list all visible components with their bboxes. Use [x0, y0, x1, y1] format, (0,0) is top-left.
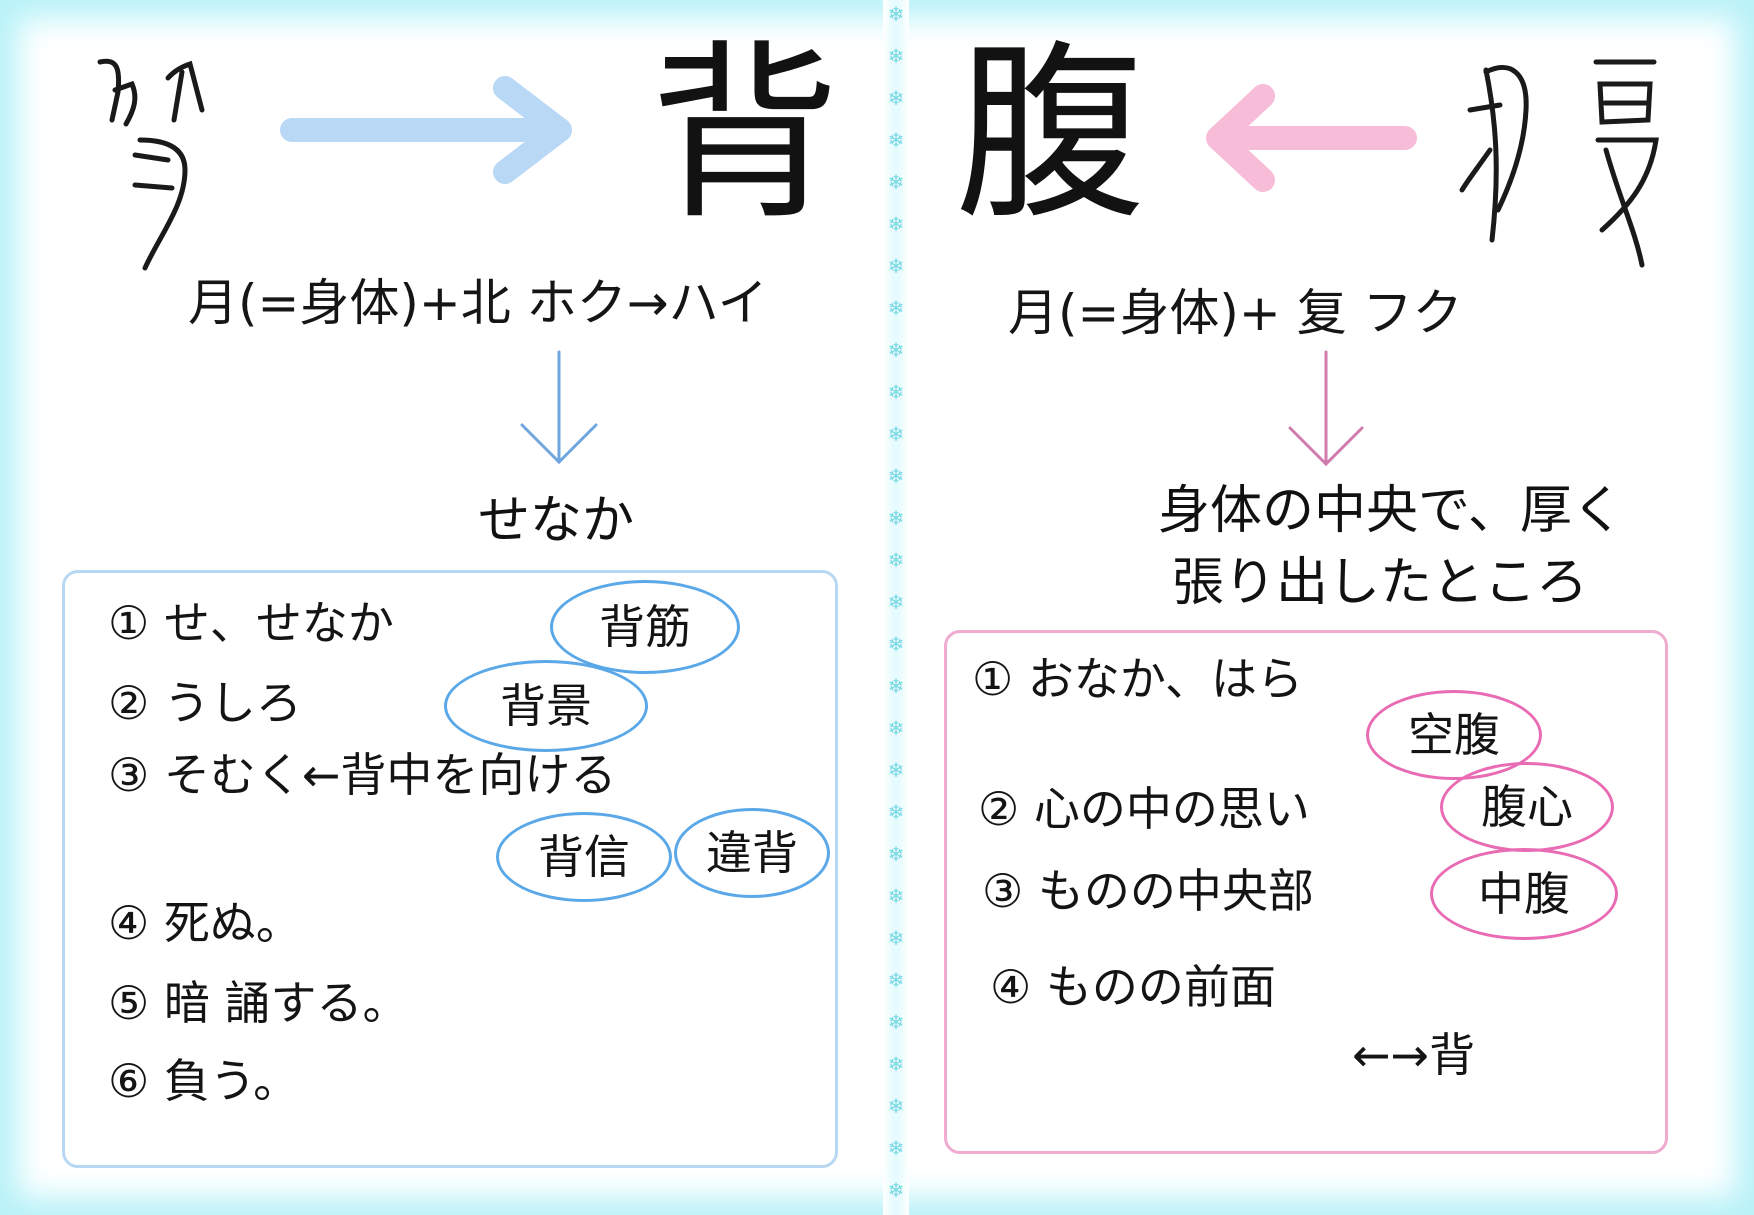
snowflake-icon: ❄ — [887, 422, 905, 446]
down-arrow-icon — [520, 350, 598, 465]
circled-word: 中腹 — [1430, 848, 1618, 940]
meaning-item: ③ ものの中央部 — [982, 864, 1314, 918]
meaning-item: ② 心の中の思い — [978, 782, 1310, 836]
snowflake-icon: ❄ — [887, 800, 905, 824]
snowflake-icon: ❄ — [887, 86, 905, 110]
meaning-item: ② うしろ — [108, 676, 302, 730]
snowflake-icon: ❄ — [887, 464, 905, 488]
meaning-item: ⑤ 暗 誦する。 — [108, 976, 409, 1030]
circled-word: 背景 — [444, 660, 648, 752]
right-reading-line: 身体の中央で、厚く — [1158, 481, 1624, 541]
snowflake-icon: ❄ — [887, 1178, 905, 1202]
right-reading-line: 張り出したところ — [1172, 553, 1589, 613]
snowflake-icon: ❄ — [887, 380, 905, 404]
snowflake-icon: ❄ — [887, 296, 905, 320]
ancient-glyph-back — [97, 58, 205, 271]
meaning-item: ① せ、せなか — [108, 596, 394, 650]
left-arrow-icon — [1206, 84, 1417, 192]
snowflake-icon: ❄ — [887, 2, 905, 26]
down-arrow-icon — [1288, 350, 1364, 467]
main-kanji-belly: 腹 — [955, 24, 1146, 245]
snowflake-icon: ❄ — [887, 926, 905, 950]
circled-word: 背筋 — [550, 580, 740, 674]
snowflake-icon: ❄ — [887, 44, 905, 68]
snowflake-icon: ❄ — [887, 632, 905, 656]
snowflake-icon: ❄ — [887, 506, 905, 530]
left-formula: 月(=身体)+北 ホク→ハイ — [188, 274, 768, 332]
circled-word: 腹心 — [1440, 762, 1614, 852]
snowflake-icon: ❄ — [887, 128, 905, 152]
snowflake-icon: ❄ — [887, 590, 905, 614]
left-reading: せなか — [478, 491, 635, 551]
snowflake-icon: ❄ — [887, 1094, 905, 1118]
right-arrow-icon — [280, 76, 572, 184]
meaning-item: ⑥ 負う。 — [108, 1054, 300, 1108]
snowflake-icon: ❄ — [887, 674, 905, 698]
center-divider: ❄ ❄ ❄ ❄ ❄ ❄ ❄ ❄ ❄ ❄ ❄ ❄ ❄ ❄ ❄ ❄ ❄ ❄ ❄ ❄ ❄ ❄ ❄ ❄ ❄ ❄ ❄ ❄ ❄ — [883, 0, 909, 1215]
snowflake-icon: ❄ — [887, 842, 905, 866]
main-kanji-back: 背 — [650, 24, 841, 245]
snowflake-icon: ❄ — [887, 212, 905, 236]
meaning-item: ③ そむく←背中を向ける — [108, 748, 617, 802]
snowflake-icon: ❄ — [887, 1010, 905, 1034]
circled-word: 背信 — [496, 812, 672, 902]
snowflake-icon: ❄ — [887, 254, 905, 278]
snowflake-icon: ❄ — [887, 968, 905, 992]
snowflake-icon: ❄ — [887, 884, 905, 908]
right-formula: 月(=身体)+ 复 フク — [1008, 284, 1463, 342]
meaning-item: ① おなか、はら — [972, 652, 1303, 706]
snowflake-icon: ❄ — [887, 1052, 905, 1076]
snowflake-icon: ❄ — [887, 758, 905, 782]
antonym-note: ←→背 — [1352, 1028, 1476, 1082]
ancient-glyph-belly — [1459, 59, 1659, 268]
circled-word: 違背 — [674, 808, 830, 898]
snowflake-icon: ❄ — [887, 338, 905, 362]
snowflake-icon: ❄ — [887, 1136, 905, 1160]
snowflake-icon: ❄ — [887, 548, 905, 572]
snowflake-icon: ❄ — [887, 170, 905, 194]
meaning-item: ④ 死ぬ。 — [108, 896, 302, 950]
snowflake-icon: ❄ — [887, 716, 905, 740]
meaning-item: ④ ものの前面 — [990, 960, 1276, 1014]
circled-word: 空腹 — [1366, 690, 1542, 780]
